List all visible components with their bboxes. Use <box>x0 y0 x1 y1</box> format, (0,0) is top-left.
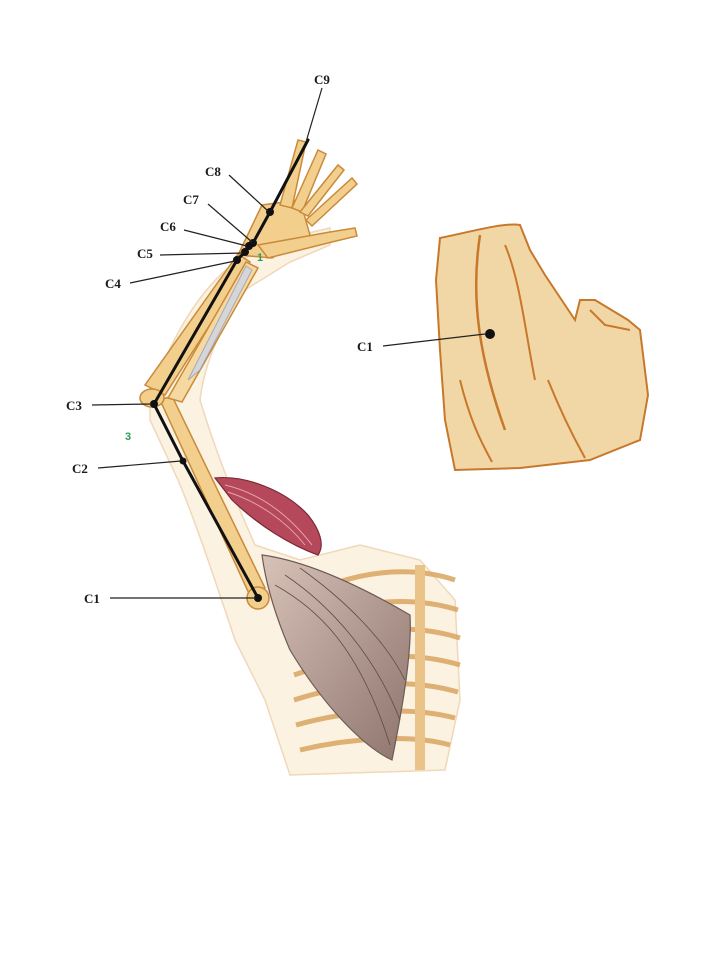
arm-silhouette <box>149 227 461 776</box>
label-c1: C1 <box>84 591 100 606</box>
forearm-bones <box>139 252 260 408</box>
label-c5: C5 <box>137 246 153 261</box>
green-marker-1: 1 <box>257 252 263 264</box>
leader-lines <box>91 87 323 599</box>
label-skin-c1: C1 <box>357 339 373 354</box>
joint-c5 <box>241 248 249 256</box>
skin-patch: C1 <box>357 223 650 472</box>
label-c2: C2 <box>72 461 88 476</box>
label-c6: C6 <box>160 219 176 234</box>
label-c7: C7 <box>183 192 199 207</box>
label-c4: C4 <box>105 276 121 291</box>
joint-dots <box>150 208 274 602</box>
joint-c1 <box>254 594 262 602</box>
joint-labels: C1 C2 C3 C4 C5 C6 C7 C8 C9 <box>66 72 330 606</box>
biceps-muscle <box>213 477 322 556</box>
label-c9: C9 <box>314 72 330 87</box>
label-c8: C8 <box>205 164 221 179</box>
joint-c4 <box>233 256 241 264</box>
joint-c2 <box>179 457 187 465</box>
joint-c3 <box>150 400 158 408</box>
label-c3: C3 <box>66 398 82 413</box>
joint-c8 <box>266 208 274 216</box>
back-muscle <box>261 554 411 761</box>
skin-dot-c1 <box>485 329 495 339</box>
green-marker-3: 3 <box>125 431 131 443</box>
